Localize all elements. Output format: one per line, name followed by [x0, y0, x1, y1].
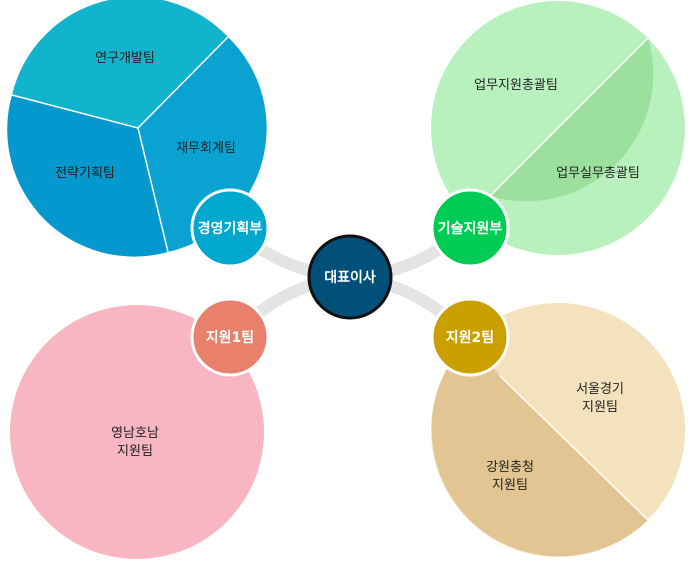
team-sector-yeongnam-honam[interactable] [10, 305, 264, 559]
team-label: 업무실무총괄팀 [556, 166, 640, 181]
team-label: 지원팀 [582, 400, 618, 415]
division-label: 지원1팀 [206, 330, 254, 346]
division-management-node[interactable] [190, 188, 270, 268]
team-label: 재무회계팀 [176, 141, 236, 156]
team-label: 서울경기 [576, 382, 624, 397]
management-teams-pie: 연구개발팀 전략기획팀 재무회계팀 [7, 0, 267, 257]
team-label: 연구개발팀 [95, 51, 155, 66]
division-support1-node[interactable] [190, 297, 270, 377]
ceo-label: 대표이사 [324, 269, 376, 286]
team-label: 영남호남 [111, 426, 159, 441]
team-sector-rnd[interactable] [12, 0, 228, 128]
divider-line [489, 37, 649, 197]
tech-teams-pie: 업무지원총괄팀 업무실무총괄팀 [431, 1, 685, 255]
division-support2-node[interactable] [430, 297, 510, 377]
team-label: 업무지원총괄팀 [474, 78, 558, 93]
team-label: 전략기획팀 [55, 166, 115, 181]
team-sector-ops-practice[interactable] [490, 38, 654, 202]
division-tech-node[interactable] [430, 188, 510, 268]
team-sector-gangwon-chungcheong[interactable] [431, 338, 648, 557]
ceo-node[interactable] [307, 234, 393, 320]
division-label: 경영기획부 [198, 220, 263, 237]
division-label: 기술지원부 [438, 221, 503, 237]
team-label: 지원팀 [492, 478, 528, 493]
team-label: 지원팀 [117, 444, 153, 459]
support1-teams-pie: 영남호남 지원팀 [10, 305, 264, 559]
division-label: 지원2팀 [446, 330, 494, 346]
team-label: 강원충청 [486, 460, 534, 475]
team-sector-strategy[interactable] [7, 95, 168, 257]
